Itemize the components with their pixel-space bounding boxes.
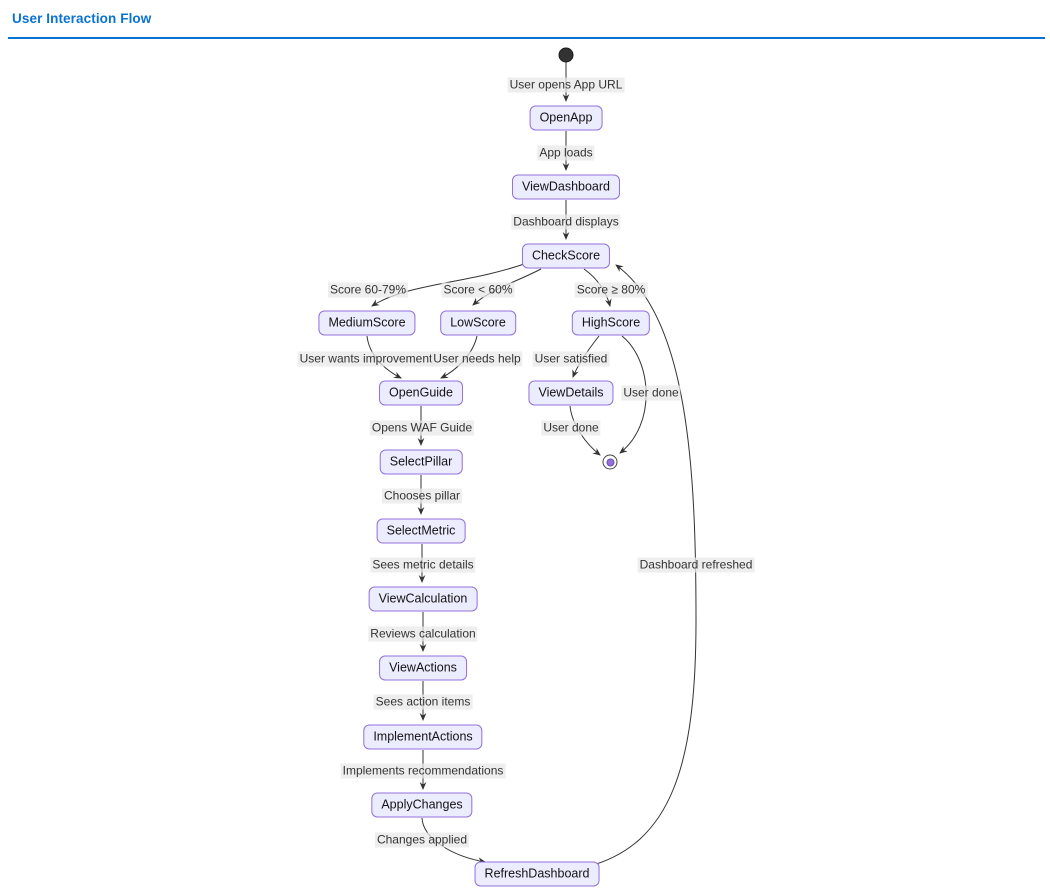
state-node-openguide: OpenGuide [379, 380, 463, 406]
state-node-viewdetails: ViewDetails [528, 380, 614, 406]
edge-label-user-needs-help: User needs help [431, 351, 523, 367]
state-node-lowscore: LowScore [440, 310, 516, 336]
page-title: User Interaction Flow [12, 11, 152, 26]
edge-label-user-done-left: User done [541, 420, 601, 436]
edge-label-opens-waf-guide: Opens WAF Guide [369, 420, 475, 436]
state-node-applychanges: ApplyChanges [371, 792, 473, 818]
edge-label-score-low: Score < 60% [441, 282, 515, 298]
final-state-indicator [602, 454, 618, 470]
edge-label-user-wants-improvement: User wants improvement [297, 351, 435, 367]
state-node-highscore: HighScore [571, 310, 651, 336]
edge-label-user-done-right: User done [621, 385, 681, 401]
edge-label-score-high: Score ≥ 80% [574, 282, 648, 298]
state-node-refreshdashboard: RefreshDashboard [474, 861, 600, 887]
edge-label-user-opens-app-url: User opens App URL [507, 77, 625, 93]
state-node-selectmetric: SelectMetric [376, 518, 466, 544]
edge-checkscore-to-mediumscore [371, 262, 528, 307]
edge-refreshdashboard-to-checkscore [585, 264, 697, 868]
edge-label-app-loads: App loads [537, 145, 595, 161]
edge-label-user-satisfied: User satisfied [532, 351, 610, 367]
edge-label-dashboard-displays: Dashboard displays [511, 214, 621, 230]
state-node-openapp: OpenApp [529, 105, 603, 131]
state-node-checkscore: CheckScore [521, 243, 611, 269]
edge-label-sees-metric-details: Sees metric details [370, 557, 476, 573]
final-state-dot [606, 458, 614, 466]
edge-label-changes-applied: Changes applied [374, 832, 470, 848]
edge-label-implements-recommendations: Implements recommendations [340, 763, 506, 779]
state-node-viewdashboard: ViewDashboard [511, 174, 621, 200]
edge-label-chooses-pillar: Chooses pillar [381, 488, 463, 504]
edge-label-reviews-calculation: Reviews calculation [368, 626, 478, 642]
edge-label-score-medium: Score 60-79% [327, 282, 409, 298]
state-node-viewcalculation: ViewCalculation [368, 586, 478, 612]
page-header: User Interaction Flow [8, 6, 1045, 39]
edge-label-dashboard-refreshed: Dashboard refreshed [637, 557, 755, 573]
state-node-selectpillar: SelectPillar [379, 449, 463, 475]
state-node-mediumscore: MediumScore [318, 310, 416, 336]
state-node-implementactions: ImplementActions [363, 724, 483, 750]
state-node-viewactions: ViewActions [379, 655, 467, 681]
initial-state-dot [558, 47, 574, 63]
edge-label-sees-action-items: Sees action items [373, 694, 473, 710]
